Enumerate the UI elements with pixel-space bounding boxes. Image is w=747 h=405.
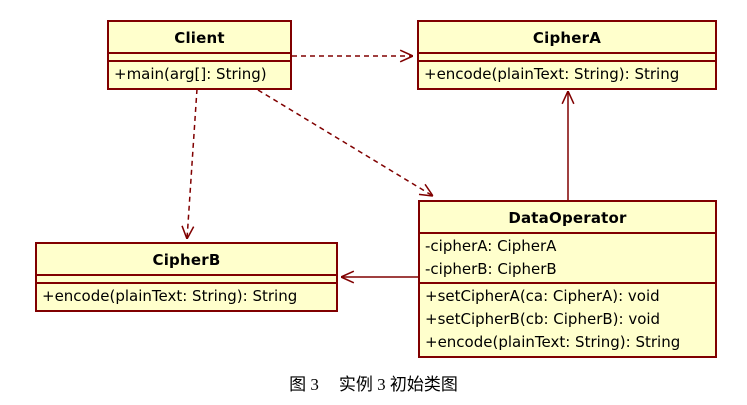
class-client: Client +main(arg[]: String): [107, 20, 292, 90]
method-line: +main(arg[]: String): [114, 65, 267, 83]
class-client-attributes-section: [109, 52, 290, 60]
figure-caption: 图 3 实例 3 初始类图: [0, 370, 747, 395]
attribute-line: -cipherA: CipherA: [425, 237, 557, 255]
class-client-methods-section: +main(arg[]: String): [109, 60, 290, 88]
class-ciphera-attributes-section: [419, 52, 715, 60]
class-dataoperator-methods-section: +setCipherA(ca: CipherA): void +setCiphe…: [420, 282, 715, 356]
class-dataoperator-attributes-section: -cipherA: CipherA -cipherB: CipherB: [420, 232, 715, 282]
class-cipherb-attributes-section: [37, 274, 336, 282]
class-ciphera-name: CipherA: [532, 29, 602, 47]
attribute-line: -cipherB: CipherB: [425, 260, 557, 278]
figure-caption-title: 实例 3 初始类图: [338, 375, 458, 394]
class-cipherb-methods-section: +encode(plainText: String): String: [37, 282, 336, 310]
method-line: +setCipherB(cb: CipherB): void: [425, 310, 661, 328]
figure-caption-label: 图 3: [289, 375, 319, 394]
method-line: +encode(plainText: String): String: [42, 287, 298, 305]
class-ciphera: CipherA +encode(plainText: String): Stri…: [417, 20, 717, 90]
class-cipherb-name: CipherB: [152, 251, 221, 269]
class-client-name: Client: [174, 29, 225, 47]
class-cipherb: CipherB +encode(plainText: String): Stri…: [35, 242, 338, 312]
dependency-client-to-cipherb: [187, 88, 198, 239]
method-line: +encode(plainText: String): String: [424, 65, 680, 83]
class-ciphera-methods-section: +encode(plainText: String): String: [419, 60, 715, 88]
dependency-client-to-dataoperator: [257, 89, 433, 196]
class-dataoperator-name: DataOperator: [508, 209, 627, 227]
method-line: +setCipherA(ca: CipherA): void: [425, 287, 660, 305]
method-line: +encode(plainText: String): String: [425, 333, 681, 351]
class-dataoperator: DataOperator -cipherA: CipherA -cipherB:…: [418, 200, 717, 358]
